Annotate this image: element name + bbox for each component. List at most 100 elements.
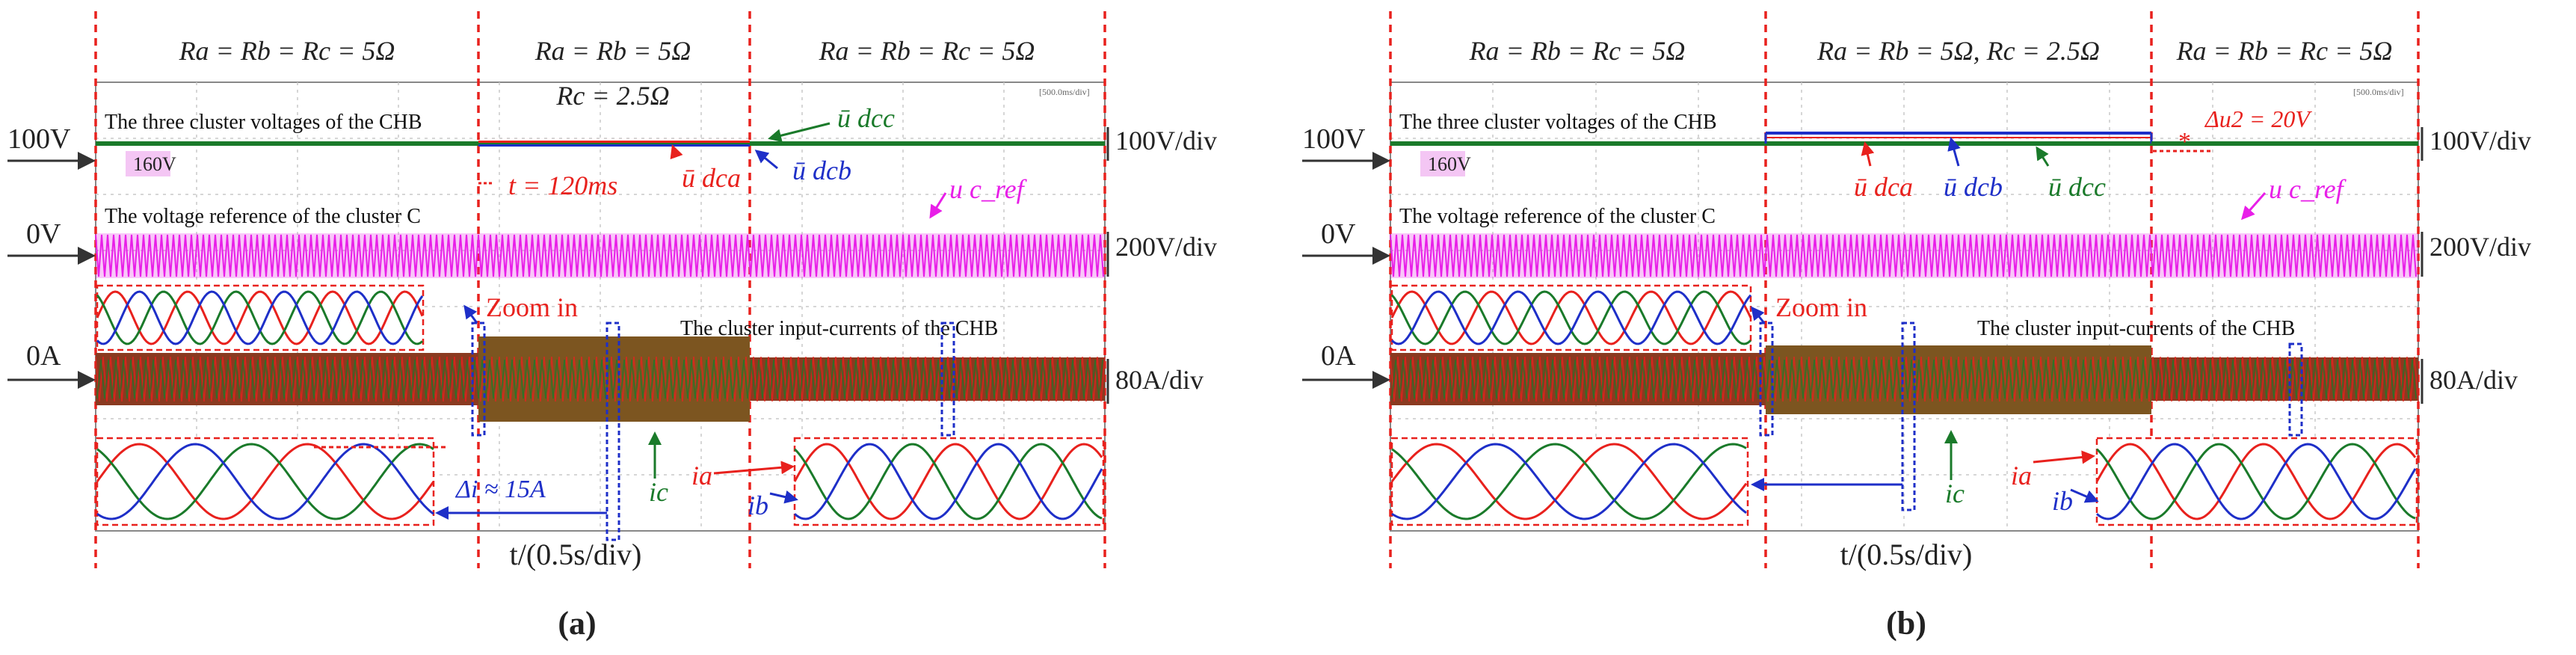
panel-a: [500.0ms/div] Ra = Rb = Rc = 5Ω Ra = Rb … bbox=[7, 11, 1217, 642]
zoom-waveforms bbox=[96, 290, 424, 345]
channel-title: The cluster input-currents of the CHB bbox=[680, 317, 998, 340]
zoom-window bbox=[940, 322, 955, 437]
u-dca-label: ū dca bbox=[1854, 172, 1913, 202]
current-trace bbox=[95, 356, 1106, 402]
phase-waveform bbox=[96, 290, 424, 345]
zoom-window bbox=[606, 322, 620, 541]
u-dcb-label: ū dcb bbox=[792, 156, 851, 185]
u-dcb-arrow bbox=[754, 150, 778, 170]
scale-label: 200V/div bbox=[2429, 232, 2531, 262]
current-band bbox=[478, 336, 750, 422]
zoom-waveforms bbox=[1390, 290, 1752, 345]
u-ref-label: u c_ref bbox=[949, 174, 1028, 204]
channel-title: The voltage reference of the cluster C bbox=[1399, 205, 1716, 228]
reference-trace bbox=[1390, 234, 2417, 277]
channel-title: The cluster input-currents of the CHB bbox=[1977, 317, 2295, 340]
offset-label: 100V bbox=[1302, 123, 1366, 155]
scope-timebase-tag: [500.0ms/div] bbox=[2353, 87, 2404, 97]
u-dca-arrow bbox=[670, 144, 683, 160]
u-dcb-arrow bbox=[1947, 137, 1961, 167]
u-dca-arrow bbox=[1861, 141, 1875, 167]
zoom-waveforms bbox=[2095, 443, 2417, 520]
channel-title: The voltage reference of the cluster C bbox=[105, 205, 421, 228]
x-axis-label: t/(0.5s/div) bbox=[1840, 538, 1973, 571]
phase-waveform bbox=[793, 443, 1103, 520]
channel-title: The three cluster voltages of the CHB bbox=[105, 111, 422, 134]
offset-label: 0A bbox=[1321, 340, 1356, 372]
ic-label: ic bbox=[649, 477, 668, 507]
ia-label: ia bbox=[691, 461, 712, 491]
phase-waveform bbox=[1390, 290, 1752, 345]
segment-label: Ra = Rb = Rc = 5Ω bbox=[819, 36, 1035, 66]
segment-label: Ra = Rb = 5Ω, Rc = 2.5Ω bbox=[1817, 36, 2100, 66]
phase-waveform bbox=[2095, 443, 2416, 520]
phase-waveform bbox=[96, 443, 435, 520]
ib-label: ib bbox=[2052, 486, 2073, 516]
u-dcc-arrow bbox=[768, 122, 831, 143]
phase-waveform bbox=[1390, 443, 1748, 520]
segment-label: Ra = Rb = Rc = 5Ω bbox=[1469, 36, 1686, 66]
offset-label: 0V bbox=[26, 218, 61, 250]
segment-label: Ra = Rb = Rc = 5Ω bbox=[179, 36, 395, 66]
delta-u-label: Δu2 = 20V bbox=[2204, 105, 2312, 132]
ia-label: ia bbox=[2011, 461, 2032, 491]
segment-label-2: Rc = 2.5Ω bbox=[555, 81, 669, 111]
u-dcc-label: ū dcc bbox=[837, 103, 895, 133]
u-ref-arrow bbox=[929, 192, 947, 219]
zoom-waveforms bbox=[793, 443, 1103, 520]
ib-arrow bbox=[2070, 488, 2099, 503]
u-dca-label: ū dca bbox=[682, 163, 741, 193]
phase-waveform bbox=[794, 443, 1103, 520]
ia-arrow bbox=[2033, 450, 2095, 464]
phase-waveform bbox=[96, 443, 434, 520]
delta-u-marker: * bbox=[2178, 128, 2191, 156]
u-dcc-label: ū dcc bbox=[2048, 172, 2106, 202]
scale-label: 200V/div bbox=[1115, 232, 1217, 262]
offset-label: 0A bbox=[26, 340, 61, 372]
marker-badge bbox=[1420, 151, 1465, 176]
u-ref-arrow bbox=[2241, 192, 2267, 221]
scale-label: 100V/div bbox=[2429, 126, 2531, 156]
reference-trace bbox=[95, 234, 1104, 277]
u-dcc-arrow bbox=[2036, 146, 2050, 167]
zoom-window bbox=[1759, 322, 1774, 437]
marker-badge bbox=[126, 151, 170, 176]
segment-boundaries bbox=[94, 11, 1106, 568]
offset-label: 100V bbox=[7, 123, 71, 155]
current-trace bbox=[96, 359, 1103, 399]
marker-label: 160V bbox=[1428, 153, 1471, 175]
x-axis-label: t/(0.5s/div) bbox=[510, 538, 642, 571]
zoom-waveforms bbox=[1390, 443, 1748, 520]
zoom-window bbox=[2288, 342, 2303, 437]
offset-label: 0V bbox=[1321, 218, 1356, 250]
channel-title: The three cluster voltages of the CHB bbox=[1399, 111, 1717, 134]
zoom-arrow bbox=[1751, 306, 1766, 324]
current-trace bbox=[1390, 356, 2419, 402]
u-dcb-label: ū dcb bbox=[1944, 172, 2003, 202]
panel-label: (b) bbox=[1886, 605, 1926, 642]
phase-waveform bbox=[96, 443, 434, 520]
scale-label: 80A/div bbox=[2429, 365, 2518, 395]
ib-label: ib bbox=[748, 491, 768, 520]
phase-waveform bbox=[96, 290, 424, 345]
phase-waveform bbox=[2095, 443, 2417, 520]
ic-label: ic bbox=[1945, 479, 1965, 508]
zoom-waveforms bbox=[96, 443, 435, 520]
ib-arrow bbox=[769, 490, 798, 504]
segment-label: Ra = Rb = 5Ω bbox=[534, 36, 691, 66]
zoom-window bbox=[1901, 322, 1916, 511]
phase-waveform bbox=[1391, 290, 1752, 345]
u-ref-label: u c_ref bbox=[2269, 174, 2347, 204]
phase-waveform bbox=[2096, 443, 2417, 520]
zoom-window bbox=[471, 322, 486, 437]
scale-label: 100V/div bbox=[1115, 126, 1217, 156]
zoom-arrow bbox=[463, 304, 478, 324]
segment-label: Ra = Rb = Rc = 5Ω bbox=[2176, 36, 2393, 66]
ia-arrow bbox=[713, 461, 795, 475]
panel-b: [500.0ms/div] Ra = Rb = Rc = 5Ω Ra = Rb … bbox=[1302, 11, 2531, 642]
delay-label: t = 120ms bbox=[508, 170, 617, 200]
scope-timebase-tag: [500.0ms/div] bbox=[1039, 87, 1090, 97]
zoom-label: Zoom in bbox=[486, 292, 578, 322]
phase-waveform bbox=[793, 443, 1103, 520]
